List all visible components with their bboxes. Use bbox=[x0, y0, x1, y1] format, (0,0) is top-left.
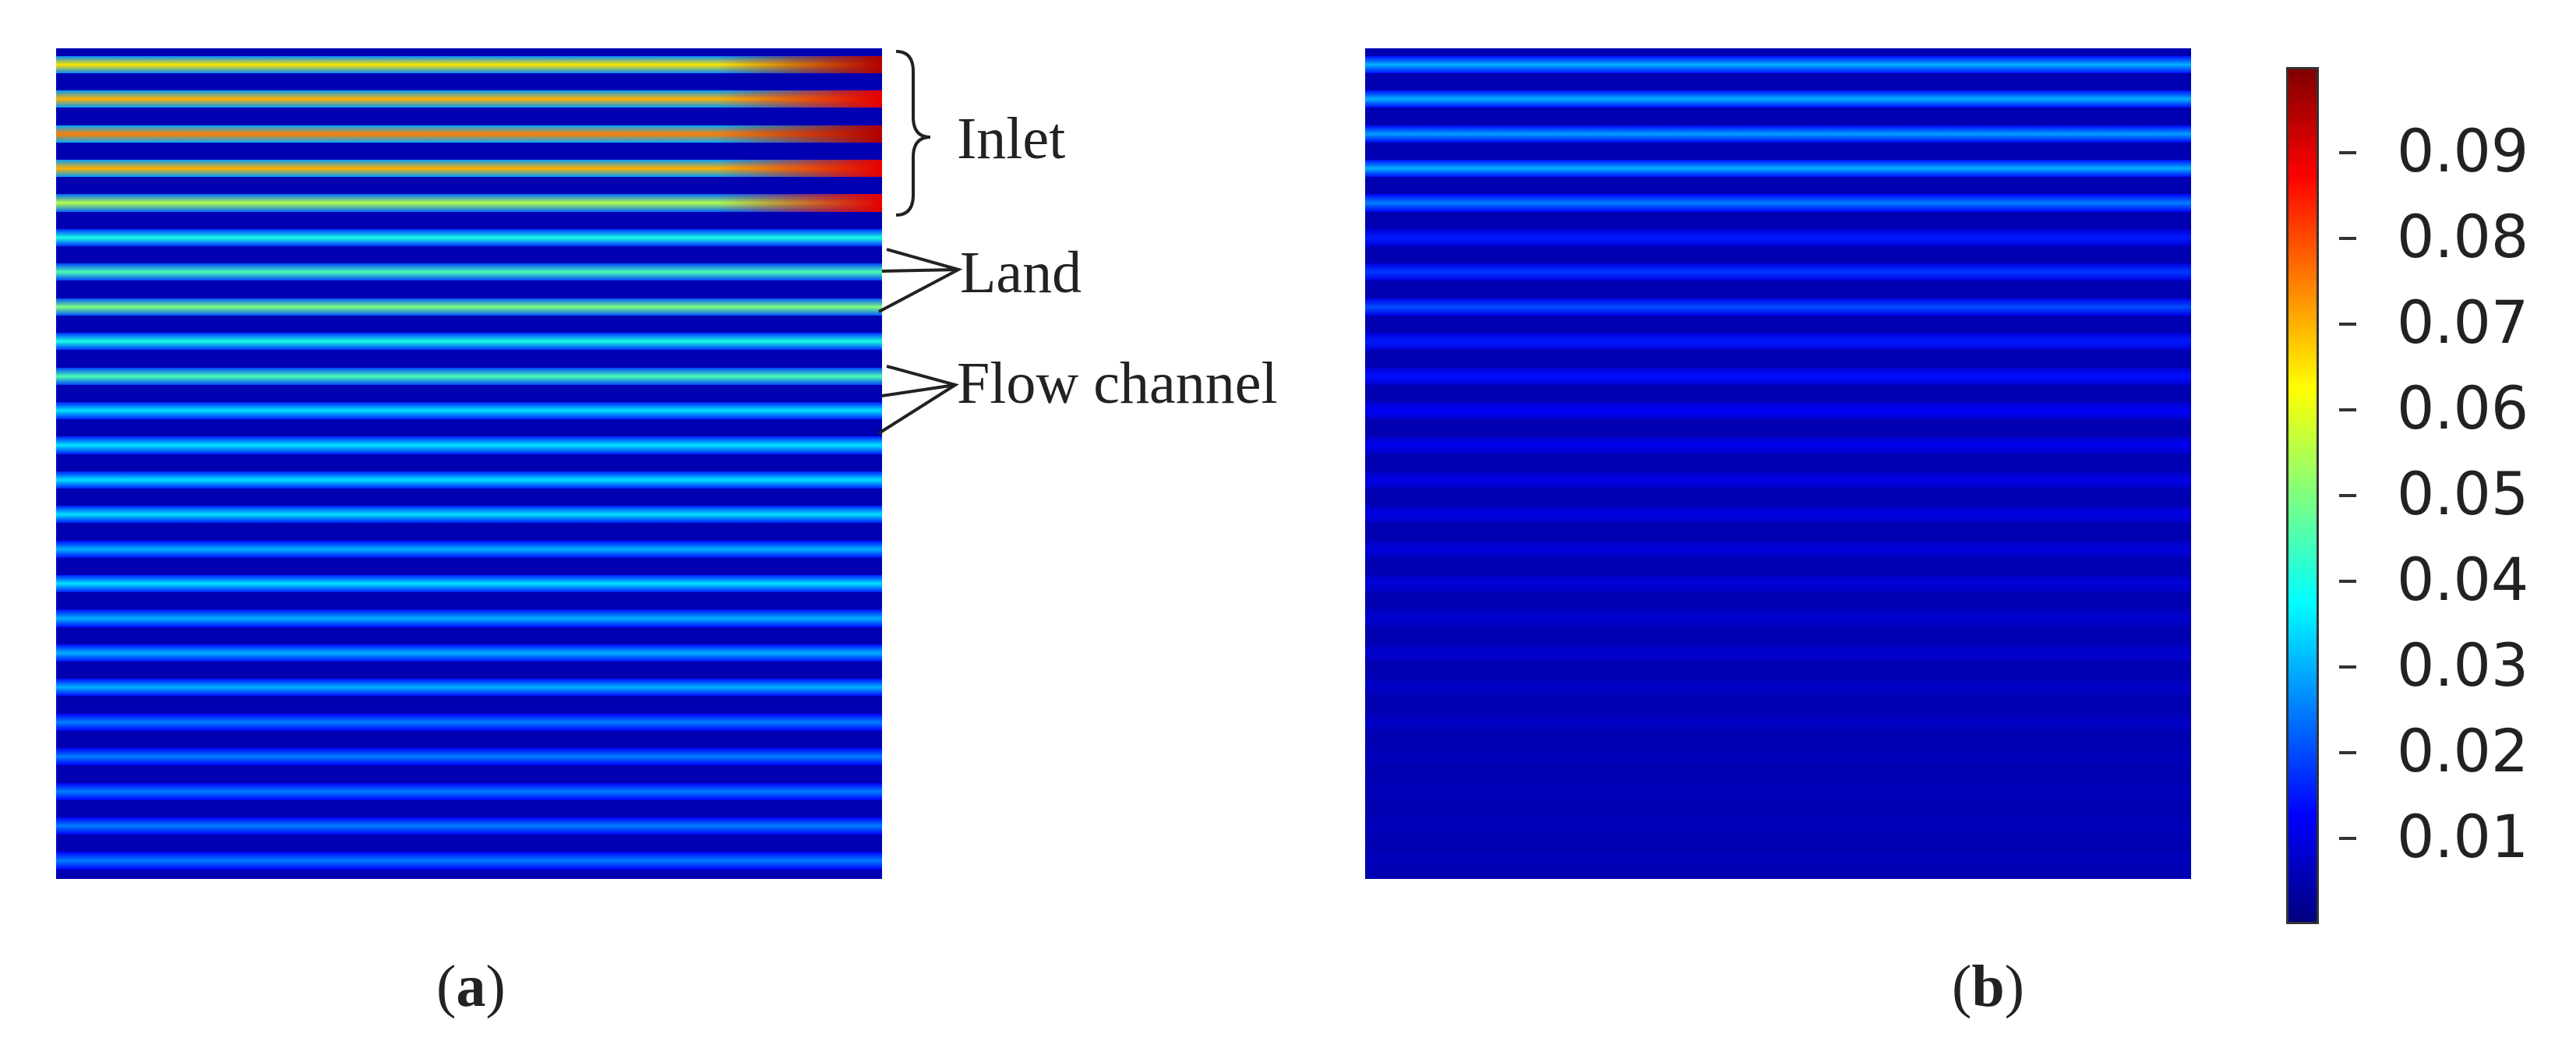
colorbar-tick-label: 0.03 bbox=[2397, 630, 2529, 700]
flow-channel-stripe bbox=[1365, 401, 2191, 420]
flow-channel-stripe bbox=[1365, 160, 2191, 178]
colorbar-tick-mark bbox=[2339, 408, 2356, 411]
colorbar-tick-mark bbox=[2339, 494, 2356, 497]
flow-channel-stripe bbox=[1365, 748, 2191, 766]
flow-channel-stripe bbox=[1365, 194, 2191, 212]
flow-channel-stripe bbox=[56, 194, 882, 212]
flow-channel-stripe bbox=[56, 367, 882, 385]
flow-channel-stripe bbox=[1365, 436, 2191, 454]
panel-a-heatmap bbox=[56, 48, 882, 879]
flow-channel-stripe bbox=[56, 748, 882, 766]
colorbar-tick-mark bbox=[2339, 837, 2356, 840]
flow-channel-stripe bbox=[56, 333, 882, 351]
flow-channel-stripe bbox=[1365, 367, 2191, 385]
flow-channel-stripe bbox=[56, 679, 882, 697]
flow-channel-stripe bbox=[56, 436, 882, 454]
flow-channel-stripe bbox=[1365, 540, 2191, 558]
flow-channel-stripe bbox=[56, 852, 882, 870]
colorbar-tick-mark bbox=[2339, 237, 2356, 240]
flow-channel-stripe bbox=[56, 90, 882, 108]
flow-channel-arrow-mid bbox=[881, 383, 956, 397]
land-label: Land bbox=[960, 240, 1082, 305]
colorbar-tick-label: 0.02 bbox=[2397, 716, 2529, 785]
caption-a: (a) bbox=[436, 954, 506, 1019]
flow-channel-stripe bbox=[56, 713, 882, 731]
colorbar-tick-mark bbox=[2339, 751, 2356, 754]
flow-channel-stripe bbox=[1365, 228, 2191, 247]
flow-channel-stripe bbox=[1365, 471, 2191, 489]
flow-channel-stripe bbox=[56, 817, 882, 835]
colorbar-tick-label: 0.04 bbox=[2397, 545, 2529, 614]
colorbar-tick-mark bbox=[2339, 665, 2356, 669]
flow-channel-stripe bbox=[1365, 679, 2191, 697]
colorbar-tick-mark bbox=[2339, 323, 2356, 326]
flow-channel-stripe bbox=[56, 160, 882, 178]
flow-channel-stripe bbox=[1365, 263, 2191, 281]
flow-channel-stripe bbox=[1365, 713, 2191, 731]
flow-channel-stripe bbox=[1365, 125, 2191, 143]
flow-channel-stripe bbox=[1365, 90, 2191, 108]
colorbar-tick-label: 0.08 bbox=[2397, 202, 2529, 271]
flow-channel-stripe bbox=[56, 298, 882, 316]
flow-channel-stripe bbox=[56, 644, 882, 662]
colorbar-tick-label: 0.06 bbox=[2397, 373, 2529, 443]
colorbar-tick-label: 0.01 bbox=[2397, 802, 2529, 871]
colorbar-tick-mark bbox=[2339, 580, 2356, 583]
flow-channel-stripe bbox=[56, 540, 882, 558]
flow-channel-stripe bbox=[1365, 644, 2191, 662]
colorbar-tick-label: 0.05 bbox=[2397, 459, 2529, 528]
flow-channel-stripe bbox=[1365, 782, 2191, 800]
flow-channel-stripe bbox=[1365, 817, 2191, 835]
flow-channel-stripe bbox=[56, 263, 882, 281]
flow-channel-stripe bbox=[56, 471, 882, 489]
flow-channel-stripe bbox=[1365, 506, 2191, 524]
flow-channel-stripe bbox=[1365, 575, 2191, 593]
flow-channel-stripe bbox=[56, 782, 882, 800]
flow-channel-stripe bbox=[1365, 333, 2191, 351]
flow-channel-stripe bbox=[56, 609, 882, 627]
flow-channel-label: Flow channel bbox=[957, 351, 1278, 416]
flow-channel-stripe bbox=[56, 506, 882, 524]
flow-channel-stripe bbox=[56, 575, 882, 593]
land-arrow bbox=[878, 248, 963, 313]
flow-channel-stripe bbox=[1365, 298, 2191, 316]
flow-channel-stripe bbox=[1365, 55, 2191, 73]
flow-channel-arrow bbox=[877, 365, 959, 435]
colorbar-tick-label: 0.07 bbox=[2397, 288, 2529, 357]
inlet-label: Inlet bbox=[957, 106, 1066, 171]
flow-channel-stripe bbox=[56, 228, 882, 247]
flow-channel-stripe bbox=[56, 55, 882, 73]
flow-channel-stripe bbox=[1365, 609, 2191, 627]
flow-channel-stripe bbox=[56, 401, 882, 420]
flow-channel-stripe bbox=[56, 125, 882, 143]
colorbar-tick-label: 0.09 bbox=[2397, 116, 2529, 185]
caption-b: (b) bbox=[1952, 954, 2024, 1019]
panel-b-heatmap bbox=[1365, 48, 2191, 879]
colorbar-tick-mark bbox=[2339, 151, 2356, 154]
land-arrow-mid bbox=[881, 268, 959, 273]
inlet-brace bbox=[895, 50, 931, 217]
colorbar bbox=[2286, 67, 2319, 924]
flow-channel-stripe bbox=[1365, 852, 2191, 870]
